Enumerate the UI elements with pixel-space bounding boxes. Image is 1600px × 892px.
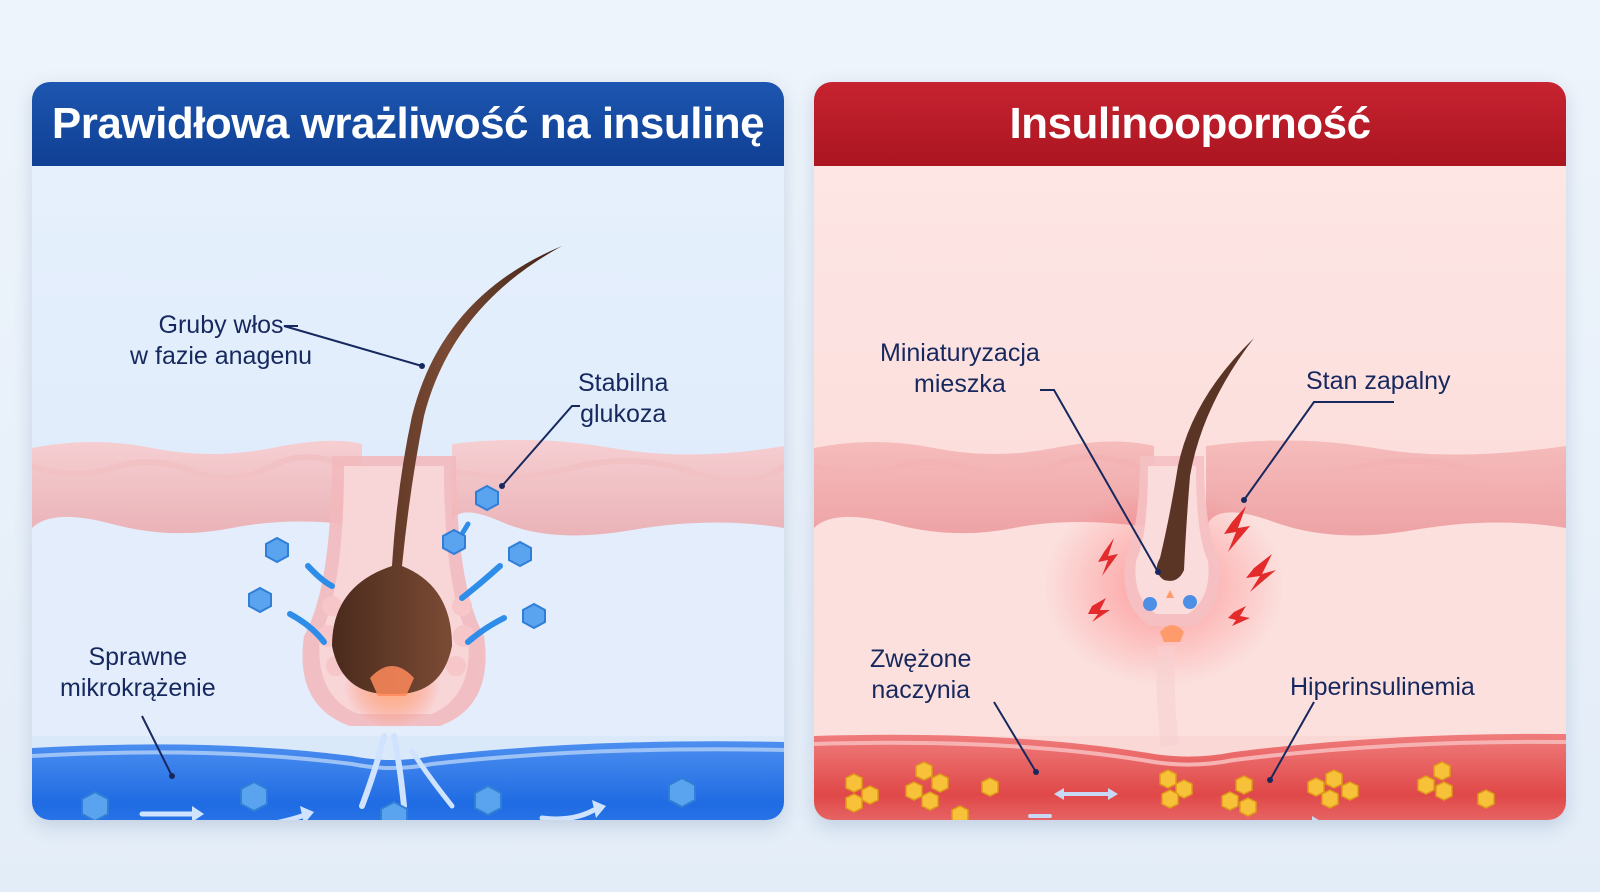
label-thick-hair-line1: Gruby włos: [158, 311, 284, 339]
glucose-hexagon-icon: [81, 484, 696, 820]
label-narrowed-vessels-line2: naczynia: [871, 676, 971, 704]
pointer-inflam: [1243, 401, 1394, 501]
label-hyperinsulinemia: Hiperinsulinemia: [1290, 672, 1475, 703]
label-thick-hair: Gruby włos w fazie anagenu: [130, 310, 312, 372]
label-hyperinsulinemia-text: Hiperinsulinemia: [1290, 673, 1475, 701]
label-microcirculation-line1: Sprawne: [88, 643, 188, 671]
panel-title-resistance: Insulinooporność: [814, 82, 1566, 166]
scene-normal: [32, 166, 784, 820]
pointer-mini: [1040, 389, 1159, 573]
insulin-cluster-icon: [845, 761, 1495, 820]
pointer-glucose: [501, 405, 580, 487]
hair-icon: [332, 246, 562, 695]
label-stable-glucose-line1: Stabilna: [578, 369, 669, 397]
label-stable-glucose: Stabilna glukoza: [578, 368, 668, 430]
label-stable-glucose-line2: glukoza: [580, 400, 667, 428]
blood-vessel-icon: [32, 741, 784, 820]
scene-resistance: [814, 166, 1566, 820]
label-narrowed-vessels: Zwężone naczynia: [870, 644, 971, 706]
hair-icon: [1156, 338, 1254, 581]
label-microcirculation-line2: mikrokrążenie: [60, 674, 216, 702]
label-inflammation: Stan zapalny: [1306, 366, 1451, 397]
panel-normal-sensitivity: Prawidłowa wrażliwość na insulinę: [32, 82, 784, 820]
label-miniaturization-line2: mieszka: [914, 370, 1006, 398]
pointer-vessels: [993, 701, 1037, 773]
label-miniaturization-line1: Miniaturyzacja: [880, 339, 1040, 367]
panel-title-normal: Prawidłowa wrażliwość na insulinę: [32, 82, 784, 166]
label-microcirculation: Sprawne mikrokrążenie: [60, 642, 216, 704]
label-miniaturization: Miniaturyzacja mieszka: [880, 338, 1040, 400]
lightning-inflammation-icon: [1088, 506, 1276, 626]
pointer-hyper: [1269, 701, 1315, 781]
label-inflammation-text: Stan zapalny: [1306, 367, 1451, 395]
pointer-micro: [141, 715, 173, 777]
panel-insulin-resistance: Insulinooporność: [814, 82, 1566, 820]
blood-vessel-icon: [814, 733, 1566, 820]
label-thick-hair-line2: w fazie anagenu: [130, 342, 313, 370]
pointer-hair: [283, 325, 423, 367]
label-narrowed-vessels-line1: Zwężone: [870, 645, 972, 673]
